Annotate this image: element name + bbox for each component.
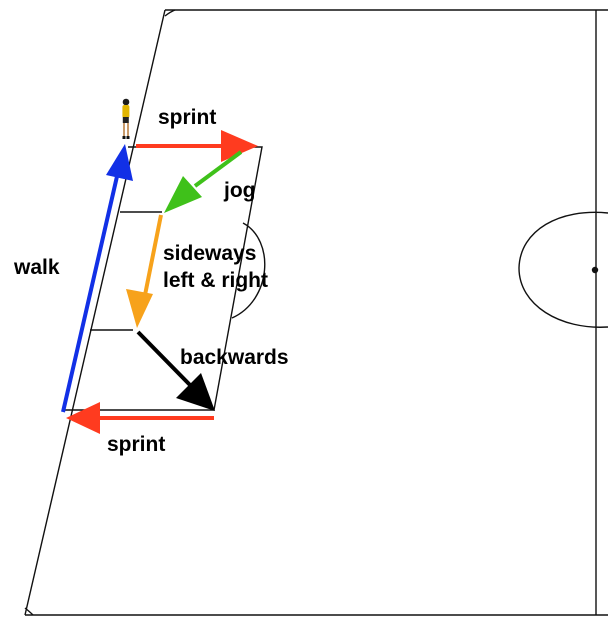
- goal-area: [90, 211, 162, 331]
- sideways-label-line2: left & right: [163, 269, 268, 292]
- sideways-arrow-shaft: [143, 214, 163, 296]
- jog-arrow-shaft: [193, 150, 243, 188]
- touchline-left: [24, 9, 166, 616]
- backwards-arrow-shaft: [136, 330, 192, 387]
- walk-arrow-shaft: [61, 171, 120, 413]
- center-spot-icon: [591, 266, 599, 274]
- corner-arc-bottom: [24, 607, 34, 616]
- jog-arrow-head: [164, 176, 202, 213]
- walk-label: walk: [13, 256, 60, 279]
- penalty-arc: [231, 222, 266, 319]
- sideways-arrow-head: [126, 289, 153, 328]
- pitch-markings: [24, 9, 608, 616]
- center-circle: [518, 211, 608, 328]
- top-sprint-label: sprint: [158, 106, 216, 129]
- top-sprint-arrow-head: [221, 130, 258, 162]
- backwards-arrow-head: [176, 373, 215, 411]
- bottom-sprint-arrow-head: [66, 402, 100, 434]
- drill-arrows: [61, 130, 258, 434]
- backwards-label: backwards: [180, 346, 289, 369]
- player-figure-icon: [122, 98, 130, 139]
- jog-label: jog: [223, 179, 256, 202]
- corner-arc-top: [164, 9, 176, 17]
- sideways-label-line1: sideways: [163, 242, 256, 265]
- walk-arrow-head: [106, 144, 133, 181]
- bottom-sprint-label: sprint: [107, 433, 165, 456]
